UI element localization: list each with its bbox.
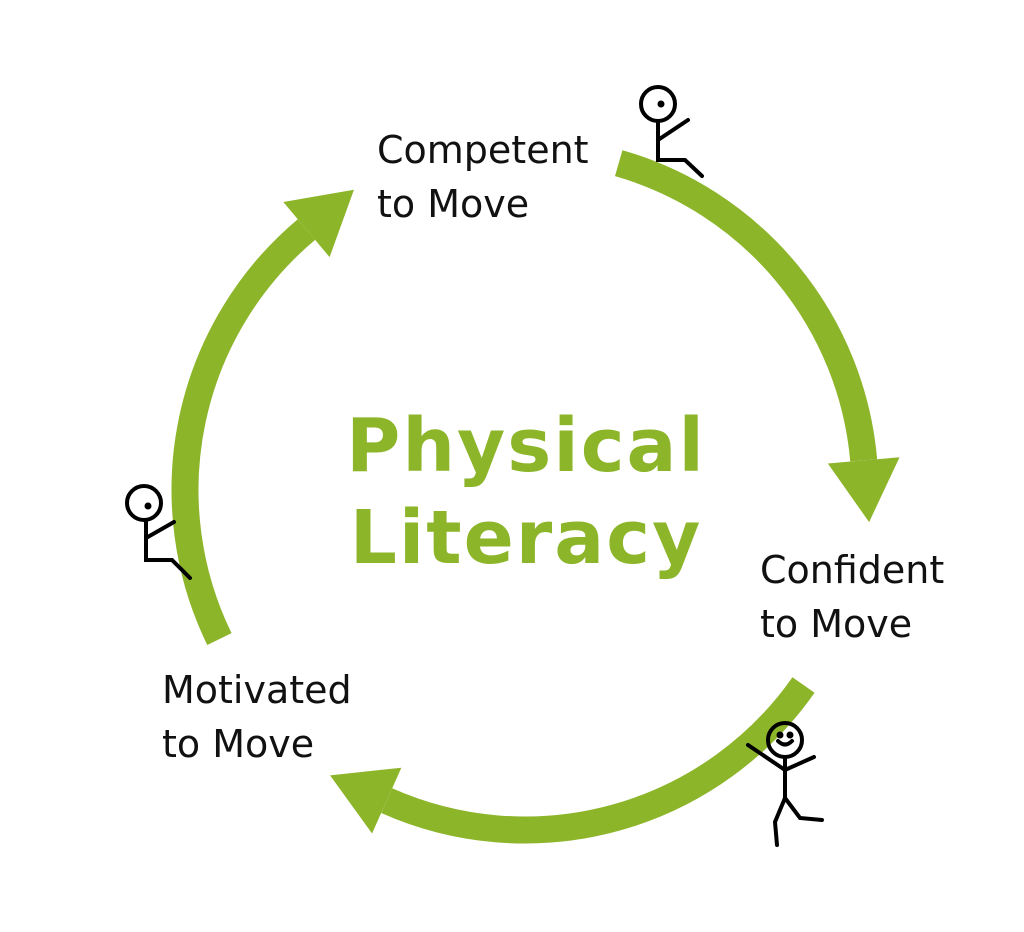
stage-label-line: Motivated xyxy=(162,668,352,712)
arrow-motivated-to-competent-shaft xyxy=(171,219,316,645)
stick-figure-dancing-icon xyxy=(746,721,824,847)
stage-label-line: Competent xyxy=(377,128,589,172)
arrow-confident-to-motivated-arrowhead-icon xyxy=(330,767,402,834)
center-title: Physical Literacy xyxy=(296,400,756,584)
stick-figure-climbing-icon xyxy=(125,484,192,580)
stage-label-line: Confident xyxy=(760,548,945,592)
stage-label-confident: Confident to Move xyxy=(760,543,944,651)
arrow-confident-to-motivated-shaft xyxy=(381,677,815,844)
stick-figure-sliding-icon xyxy=(639,85,704,178)
stage-label-line: to Move xyxy=(377,182,530,226)
arrow-competent-to-confident-shaft xyxy=(614,150,878,462)
stage-label-motivated: Motivated to Move xyxy=(162,663,352,771)
stage-label-line: to Move xyxy=(162,722,315,766)
stage-label-line: to Move xyxy=(760,602,913,646)
stage-label-competent: Competent to Move xyxy=(377,123,589,231)
center-title-line: Literacy xyxy=(349,495,703,581)
center-title-line: Physical xyxy=(346,403,706,489)
arrow-motivated-to-competent-arrowhead-icon xyxy=(283,189,354,258)
arrow-competent-to-confident-arrowhead-icon xyxy=(827,457,900,523)
